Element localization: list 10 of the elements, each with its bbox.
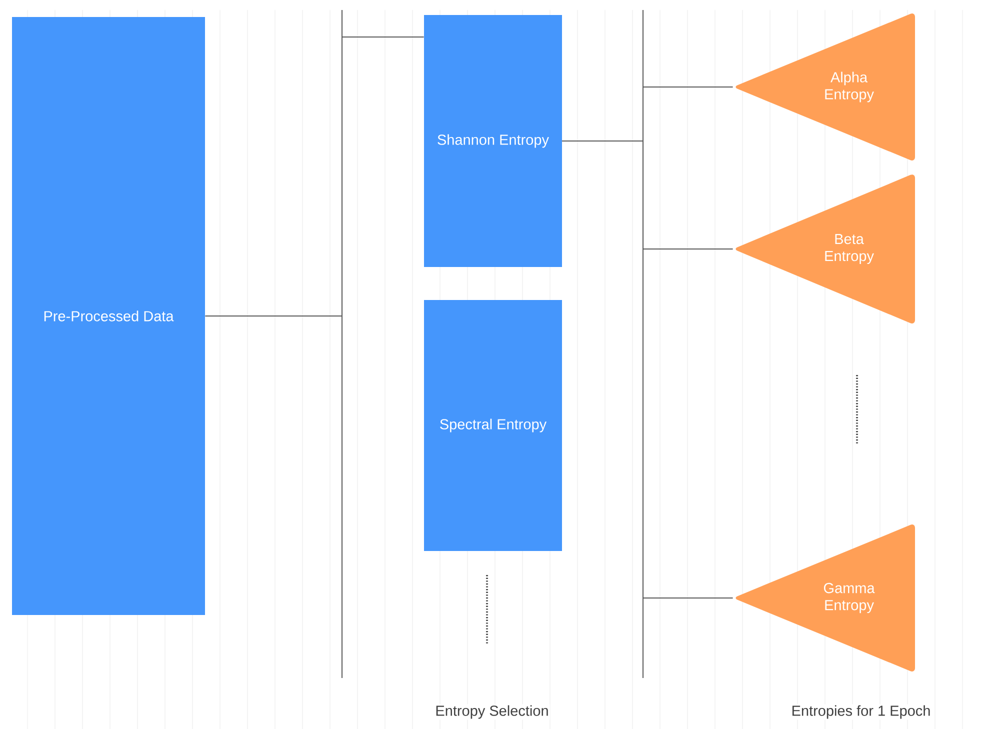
section-label: Entropies for 1 Epoch <box>790 704 932 720</box>
process-box: Pre-Processed Data <box>12 17 205 615</box>
triangle-node: Alpha Entropy <box>736 14 915 160</box>
section-label: Entropy Selection <box>434 704 550 720</box>
triangle-node: Beta Entropy <box>736 174 915 324</box>
triangle-node: Gamma Entropy <box>736 524 915 672</box>
connector-line <box>204 36 424 316</box>
process-box: Spectral Entropy <box>424 300 562 551</box>
process-box: Shannon Entropy <box>424 15 562 267</box>
connector-line <box>562 140 734 598</box>
